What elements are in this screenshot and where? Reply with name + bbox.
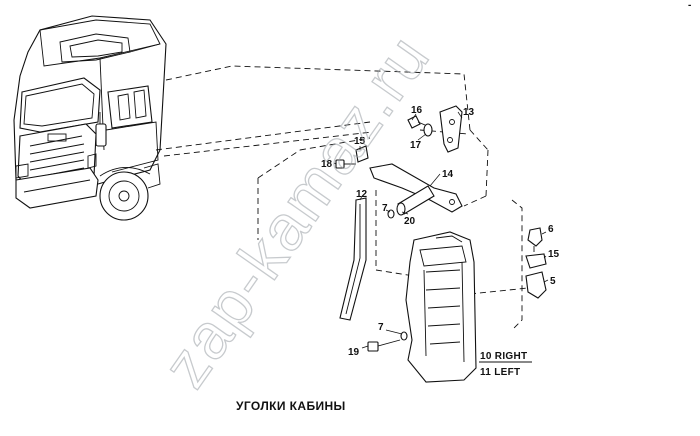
part-6-clip bbox=[527, 227, 543, 252]
callout-12: 12 bbox=[356, 189, 368, 200]
variant-legend: 10 RIGHT 11 LEFT bbox=[479, 351, 532, 378]
callout-7-upper: 7 bbox=[382, 203, 388, 214]
truck-cab-illustration bbox=[13, 15, 167, 221]
parts-assembly bbox=[335, 105, 547, 383]
part-7-washer-lower bbox=[400, 331, 408, 341]
part-15-clip bbox=[355, 145, 369, 163]
callout-20: 20 bbox=[404, 216, 416, 227]
callout-labels: 16 13 17 15 18 14 12 7 20 7 19 6 15 5 bbox=[321, 105, 560, 358]
part-10-11-corner-deflector bbox=[405, 231, 477, 383]
part-5-nut-clip bbox=[525, 271, 547, 299]
callout-15-right: 15 bbox=[548, 249, 560, 260]
callout-6: 6 bbox=[548, 224, 554, 235]
part-17-washer bbox=[423, 123, 433, 137]
corner-mark: - bbox=[688, 0, 691, 11]
callout-18: 18 bbox=[321, 159, 333, 170]
callout-15-left: 15 bbox=[354, 136, 366, 147]
part-13-bracket bbox=[439, 105, 463, 153]
legend-right: 10 RIGHT bbox=[480, 351, 527, 362]
callout-7-lower: 7 bbox=[378, 322, 384, 333]
callout-19: 19 bbox=[348, 347, 360, 358]
leader-lines bbox=[333, 111, 549, 349]
reference-lines bbox=[155, 65, 529, 331]
diagram-caption: УГОЛКИ КАБИНЫ bbox=[236, 399, 346, 413]
part-14-bracket bbox=[369, 163, 463, 213]
callout-17: 17 bbox=[410, 140, 422, 151]
part-12-strip bbox=[339, 197, 367, 321]
callout-14: 14 bbox=[442, 169, 454, 180]
part-15-clip-right bbox=[525, 253, 547, 269]
legend-left: 11 LEFT bbox=[480, 367, 520, 378]
part-19-bolt bbox=[367, 339, 401, 352]
callout-16: 16 bbox=[411, 105, 423, 116]
callout-5: 5 bbox=[550, 276, 556, 287]
callout-13: 13 bbox=[463, 107, 475, 118]
